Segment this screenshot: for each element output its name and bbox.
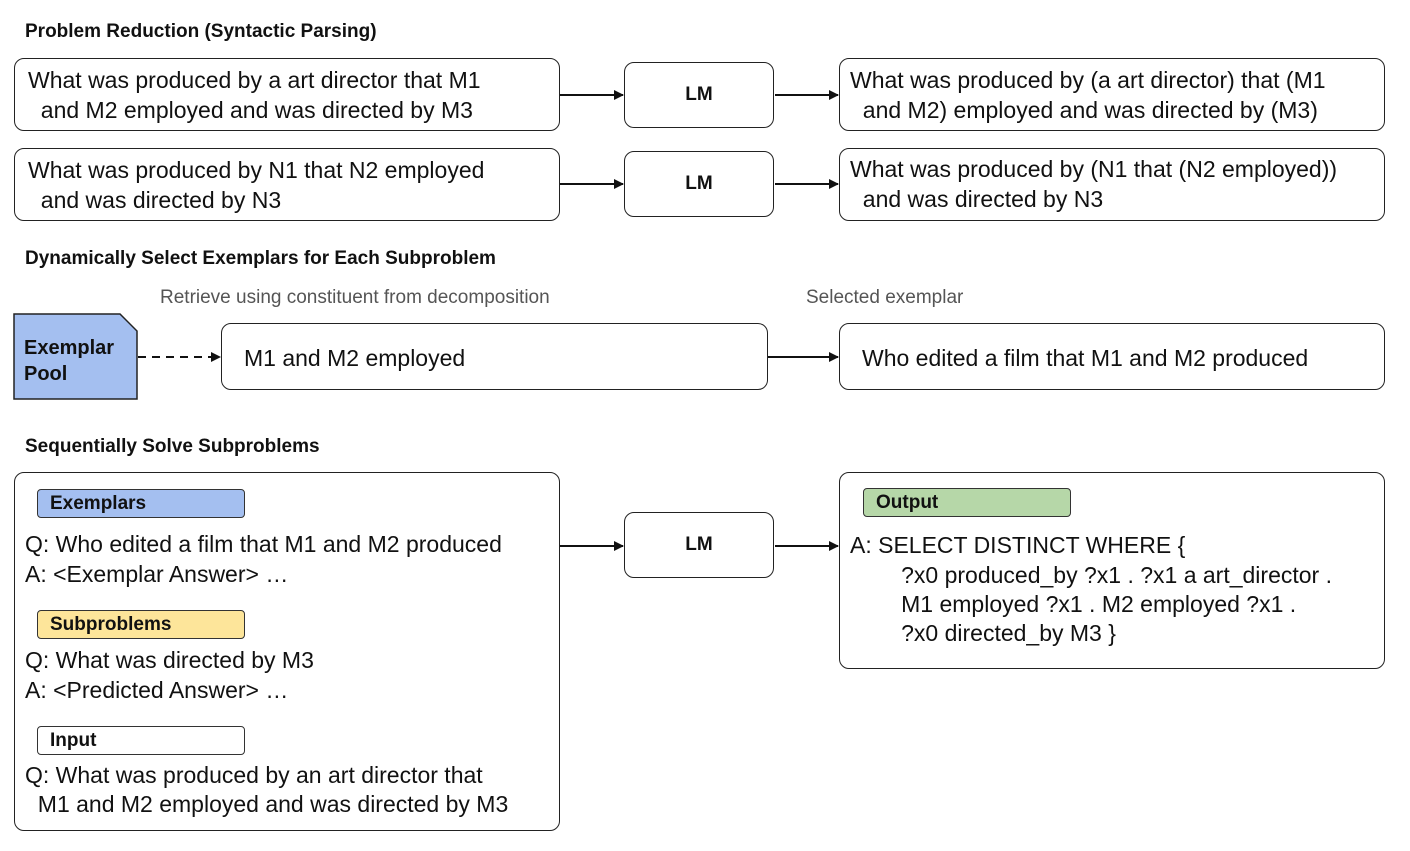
- output-tag: Output: [863, 488, 1071, 517]
- lm-box-sequential: LM: [624, 512, 774, 578]
- reduction-output-box-1: What was produced by (a art director) th…: [839, 58, 1385, 131]
- lm-box-reduction-1: LM: [624, 62, 774, 128]
- reduction-input-box-1: What was produced by a art director that…: [14, 58, 560, 131]
- reduction-output-box-2: What was produced by (N1 that (N2 employ…: [839, 148, 1385, 221]
- exemplars-tag: Exemplars: [37, 489, 245, 518]
- output-line-3: M1 employed ?x1 . M2 employed ?x1 .: [850, 591, 1297, 617]
- section-heading-reduction: Problem Reduction (Syntactic Parsing): [25, 21, 377, 42]
- reduction-input-2-line-2: and was directed by N3: [28, 187, 282, 213]
- input-question-line-2: M1 and M2 employed and was directed by M…: [25, 791, 509, 817]
- reduction-output-1-line-1: What was produced by (a art director) th…: [850, 67, 1326, 93]
- subproblem-answer: A: <Predicted Answer> …: [25, 677, 289, 703]
- input-tag: Input: [37, 726, 245, 755]
- exemplar-answer: A: <Exemplar Answer> …: [25, 561, 289, 587]
- subproblem-question: Q: What was directed by M3: [25, 647, 314, 673]
- subproblems-tag: Subproblems: [37, 610, 245, 639]
- section-heading-dynamic: Dynamically Select Exemplars for Each Su…: [25, 248, 496, 269]
- constituent-text: M1 and M2 employed: [244, 345, 466, 371]
- reduction-output-1-line-2: and M2) employed and was directed by (M3…: [850, 97, 1318, 123]
- selected-caption: Selected exemplar: [806, 287, 964, 308]
- reduction-input-box-2: What was produced by N1 that N2 employed…: [14, 148, 560, 221]
- retrieve-caption: Retrieve using constituent from decompos…: [160, 287, 550, 308]
- reduction-output-2-line-1: What was produced by (N1 that (N2 employ…: [850, 156, 1338, 182]
- reduction-input-1-line-1: What was produced by a art director that…: [28, 67, 481, 93]
- output-line-4: ?x0 directed_by M3 }: [850, 620, 1116, 646]
- exemplar-pool-label-line-2: Pool: [24, 363, 68, 385]
- reduction-input-2-line-1: What was produced by N1 that N2 employed: [28, 157, 485, 183]
- lm-box-reduction-2: LM: [624, 151, 774, 217]
- exemplar-pool-label-line-1: Exemplar: [24, 337, 115, 359]
- input-question-line-1: Q: What was produced by an art director …: [25, 762, 483, 788]
- exemplar-question: Q: Who edited a film that M1 and M2 prod…: [25, 531, 502, 557]
- prompt-box: [14, 472, 560, 831]
- selected-exemplar-text: Who edited a film that M1 and M2 produce…: [862, 345, 1309, 371]
- output-line-2: ?x0 produced_by ?x1 . ?x1 a art_director…: [850, 562, 1332, 588]
- constituent-box: M1 and M2 employed: [221, 323, 768, 390]
- reduction-output-2-line-2: and was directed by N3: [850, 186, 1104, 212]
- section-heading-sequential: Sequentially Solve Subproblems: [25, 436, 320, 457]
- exemplar-pool-label: Exemplar Pool: [24, 335, 114, 387]
- output-box: [839, 472, 1385, 669]
- exemplar-pool-shape: [13, 313, 138, 400]
- selected-exemplar-box: Who edited a film that M1 and M2 produce…: [839, 323, 1385, 390]
- output-line-1: A: SELECT DISTINCT WHERE {: [850, 532, 1186, 558]
- reduction-input-1-line-2: and M2 employed and was directed by M3: [28, 97, 473, 123]
